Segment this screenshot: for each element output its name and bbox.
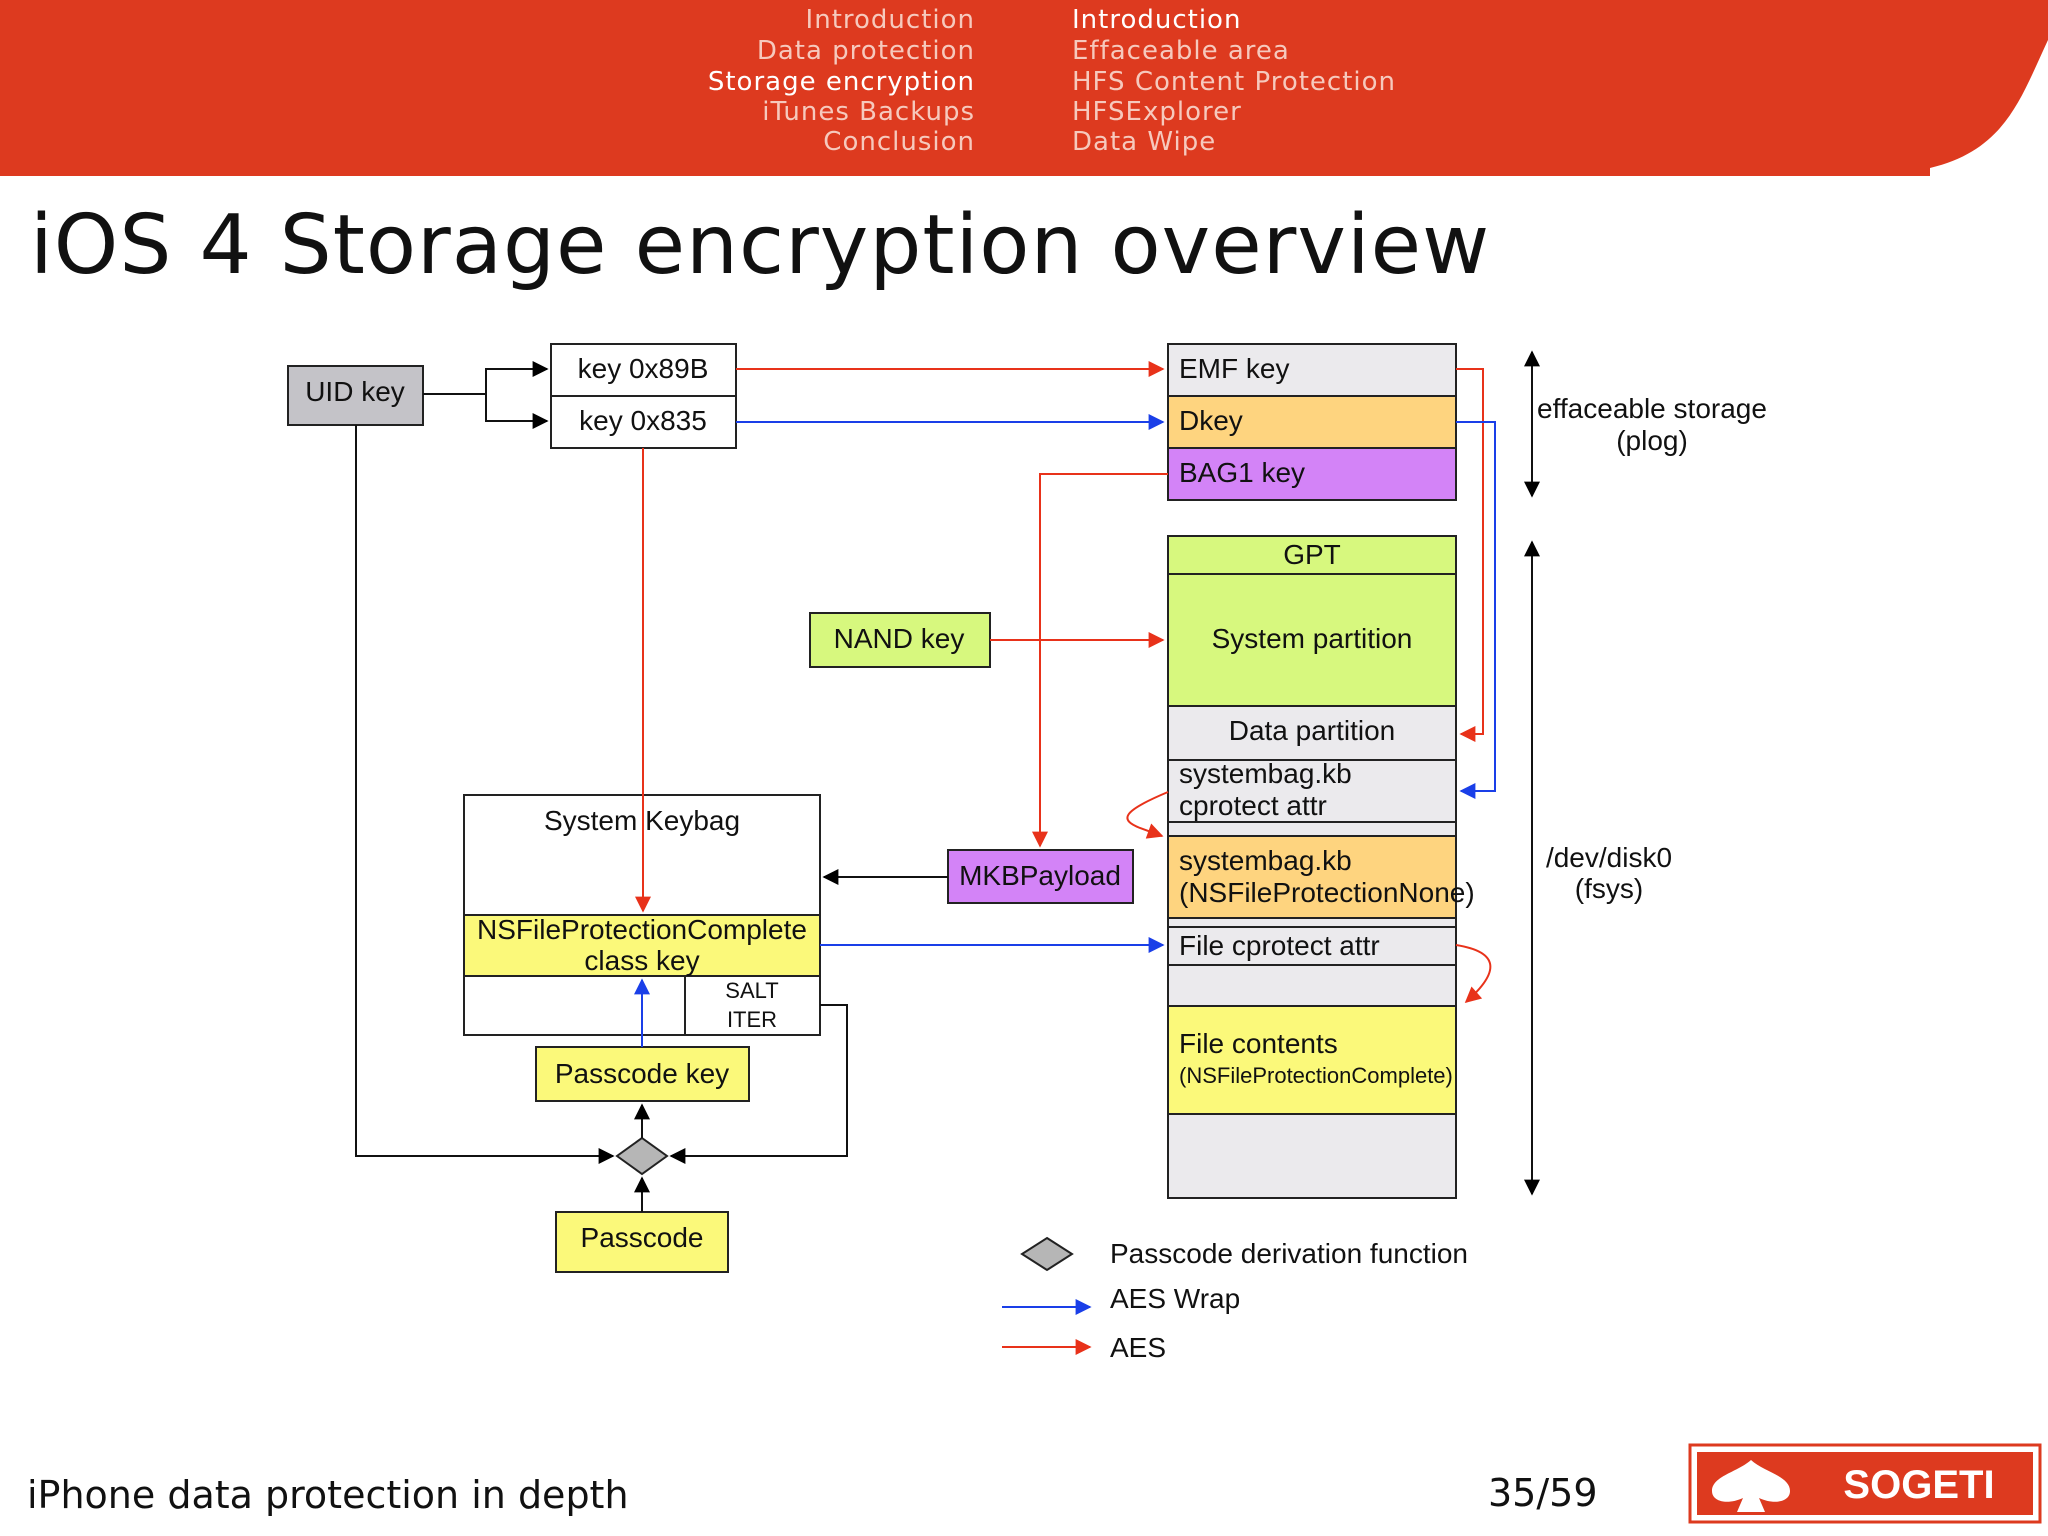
uid-key-label: UID key bbox=[305, 376, 405, 407]
gpt-box bbox=[1167, 535, 1457, 575]
legend-aes-wrap-label: AES Wrap bbox=[1110, 1283, 1240, 1314]
sogeti-logo-text: SOGETI bbox=[1843, 1463, 1994, 1507]
bag1-key-label: BAG1 key bbox=[1179, 457, 1305, 488]
systembag-none-box bbox=[1167, 835, 1457, 919]
uid-to-derivation-connector bbox=[355, 425, 615, 1164]
effaceable-label: effaceable storage bbox=[1537, 393, 1767, 424]
passcode-label: Passcode bbox=[581, 1222, 704, 1253]
uid-to-keys-connector bbox=[423, 361, 549, 395]
nand-key-label: NAND key bbox=[834, 623, 965, 654]
slide-title: iOS 4 Storage encryption overview bbox=[30, 198, 1490, 293]
legend-aes-label: AES bbox=[1110, 1332, 1166, 1363]
aes-wrap-connectors bbox=[634, 414, 1496, 1047]
emf-key-label: EMF key bbox=[1179, 353, 1289, 384]
nav-subsection[interactable]: Effaceable area bbox=[1072, 36, 1290, 66]
passcode-key-box bbox=[535, 1046, 750, 1102]
passcode-box bbox=[555, 1211, 729, 1273]
system-partition-box bbox=[1167, 573, 1457, 707]
passcode-key-label: Passcode key bbox=[555, 1058, 729, 1089]
effaceable-label: (plog) bbox=[1616, 425, 1688, 456]
spade-icon bbox=[1712, 1460, 1790, 1512]
systembag-attr-label: cprotect attr bbox=[1179, 790, 1327, 821]
file-contents-label: (NSFileProtectionComplete) bbox=[1179, 1063, 1453, 1088]
disk-label: /dev/disk0 bbox=[1546, 842, 1672, 873]
iter-label: ITER bbox=[727, 1007, 777, 1032]
nav-section-active[interactable]: Storage encryption bbox=[708, 67, 975, 97]
data-partition-label: Data partition bbox=[1229, 715, 1396, 746]
salt-label: SALT bbox=[725, 978, 778, 1003]
dkey-label: Dkey bbox=[1179, 405, 1243, 436]
nand-key-box bbox=[809, 612, 991, 668]
systembag-none-label: systembag.kb bbox=[1179, 845, 1352, 876]
legend-diamond-icon bbox=[1020, 1236, 1074, 1272]
nav-sections: Introduction Data protection Storage enc… bbox=[708, 5, 975, 157]
class-key-label: class key bbox=[584, 945, 699, 976]
systembag-none-label: (NSFileProtectionNone) bbox=[1179, 877, 1475, 908]
nav-section[interactable]: Data protection bbox=[757, 36, 975, 66]
uid-key-box bbox=[287, 365, 424, 426]
black-connectors bbox=[355, 350, 1540, 1212]
file-contents-box bbox=[1167, 1005, 1457, 1115]
nav-section[interactable]: Conclusion bbox=[823, 127, 975, 157]
diagram: EMF key Dkey BAG1 key GPT System partiti… bbox=[287, 343, 1767, 1273]
class-key-label: NSFileProtectionComplete bbox=[477, 914, 807, 945]
sogeti-logo: SOGETI bbox=[1688, 1443, 2042, 1524]
systembag-attr-label: systembag.kb bbox=[1179, 758, 1352, 789]
dkey-to-systembag-connector bbox=[1456, 421, 1496, 799]
nav-section[interactable]: iTunes Backups bbox=[762, 97, 975, 127]
key-835-box bbox=[550, 395, 737, 449]
systembag-attr-to-payload-connector bbox=[1126, 791, 1169, 839]
class-key-box bbox=[463, 914, 821, 977]
nav-subsection-active[interactable]: Introduction bbox=[1072, 5, 1241, 35]
nav-subsection[interactable]: HFS Content Protection bbox=[1072, 67, 1396, 97]
mkbpayload-label: MKBPayload bbox=[959, 860, 1121, 891]
gpt-label: GPT bbox=[1283, 539, 1341, 570]
system-partition-label: System partition bbox=[1212, 623, 1413, 654]
salt-iter-to-derivation-connector bbox=[669, 1004, 848, 1164]
bag1-to-mkbpayload-connector bbox=[1032, 473, 1168, 848]
file-cprotect-label: File cprotect attr bbox=[1179, 930, 1380, 961]
disk-label: (fsys) bbox=[1575, 873, 1643, 904]
file-cprotect-to-contents-connector bbox=[1455, 944, 1492, 1004]
legend: Passcode derivation function AES Wrap AE… bbox=[1002, 1236, 1468, 1363]
key-89b-box bbox=[550, 343, 737, 397]
file-contents-label: File contents bbox=[1179, 1028, 1338, 1059]
nav-subsection[interactable]: Data Wipe bbox=[1072, 127, 1216, 157]
footer-page-number: 35/59 bbox=[1488, 1471, 1598, 1515]
aes-connectors bbox=[635, 361, 1492, 1004]
emf-to-data-partition-connector bbox=[1456, 368, 1484, 742]
mkbpayload-box bbox=[947, 849, 1134, 904]
bag1-key-box bbox=[1167, 447, 1457, 501]
key-89b-label: key 0x89B bbox=[578, 353, 709, 384]
key-835-label: key 0x835 bbox=[579, 405, 707, 436]
nav-section[interactable]: Introduction bbox=[806, 5, 975, 35]
nav-subsections: Introduction Effaceable area HFS Content… bbox=[1072, 5, 1396, 157]
legend-derivation-label: Passcode derivation function bbox=[1110, 1238, 1468, 1269]
footer-talk-title: iPhone data protection in depth bbox=[27, 1473, 629, 1517]
header-band bbox=[0, 0, 2048, 176]
nav-subsection[interactable]: HFSExplorer bbox=[1072, 97, 1242, 127]
uid-to-keys-connector bbox=[485, 394, 549, 429]
derivation-diamond bbox=[615, 1136, 669, 1176]
